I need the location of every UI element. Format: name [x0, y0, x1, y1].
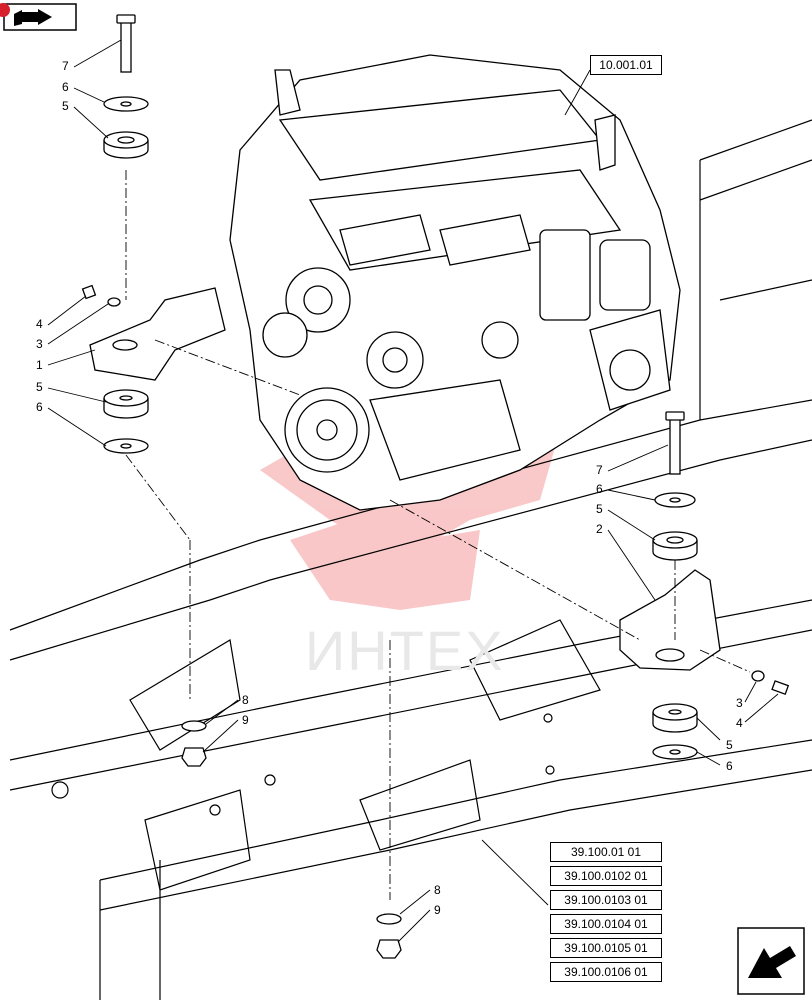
callout-left-bolt: 7	[62, 59, 69, 73]
leader-lines	[47, 39, 779, 943]
callout-right-bracket: 2	[596, 522, 603, 536]
corner-badge	[0, 3, 10, 17]
navigation-arrow-icon[interactable]	[737, 927, 805, 995]
callout-right-washer-top: 6	[596, 482, 603, 496]
reference-item-4[interactable]: 39.100.0104 01	[550, 914, 662, 934]
callouts-right-group: 7 6 5 2 3 4 5 6	[596, 463, 743, 773]
reference-item-1[interactable]: 39.100.01 01	[550, 842, 662, 862]
callout-right-washer-side: 3	[736, 696, 743, 710]
callouts-left-group: 7 6 5 4 3 1 5 6	[36, 59, 69, 414]
callout-left-washer-top: 6	[62, 80, 69, 94]
assembly-centerlines	[125, 170, 751, 900]
callout-upper-nut: 9	[242, 713, 249, 727]
callout-left-bracket: 1	[36, 358, 43, 372]
callout-right-bolt-side: 4	[736, 716, 743, 730]
nut-washer-parts	[181, 720, 402, 959]
reference-item-6[interactable]: 39.100.0106 01	[550, 962, 662, 982]
callout-lower-nut: 9	[434, 903, 441, 917]
callout-right-bolt: 7	[596, 463, 603, 477]
callout-left-bolt-side: 4	[36, 317, 43, 331]
reference-item-2[interactable]: 39.100.0102 01	[550, 866, 662, 886]
callout-left-mount-bottom: 5	[36, 380, 43, 394]
engine-assembly	[229, 54, 681, 511]
reference-list: 39.100.01 01 39.100.0102 01 39.100.0103 …	[550, 842, 664, 986]
callout-lower-washer: 8	[434, 883, 441, 897]
reference-item-3[interactable]: 39.100.0103 01	[550, 890, 662, 910]
engine-reference-label[interactable]: 10.001.01	[590, 55, 662, 75]
book-arrow-icon[interactable]	[3, 3, 77, 31]
callouts-nuts-group: 8 9 8 9	[242, 693, 441, 917]
callout-left-washer-side: 3	[36, 337, 43, 351]
callout-right-mount-bottom: 5	[726, 738, 733, 752]
callout-left-washer-bottom: 6	[36, 400, 43, 414]
left-mount-parts	[81, 14, 226, 454]
callout-right-mount-top: 5	[596, 502, 603, 516]
callout-right-washer-bottom: 6	[726, 759, 733, 773]
callout-upper-washer: 8	[242, 693, 249, 707]
callout-left-mount-top: 5	[62, 99, 69, 113]
watermark-text: ИНТЕХ	[305, 619, 505, 682]
reference-item-5[interactable]: 39.100.0105 01	[550, 938, 662, 958]
